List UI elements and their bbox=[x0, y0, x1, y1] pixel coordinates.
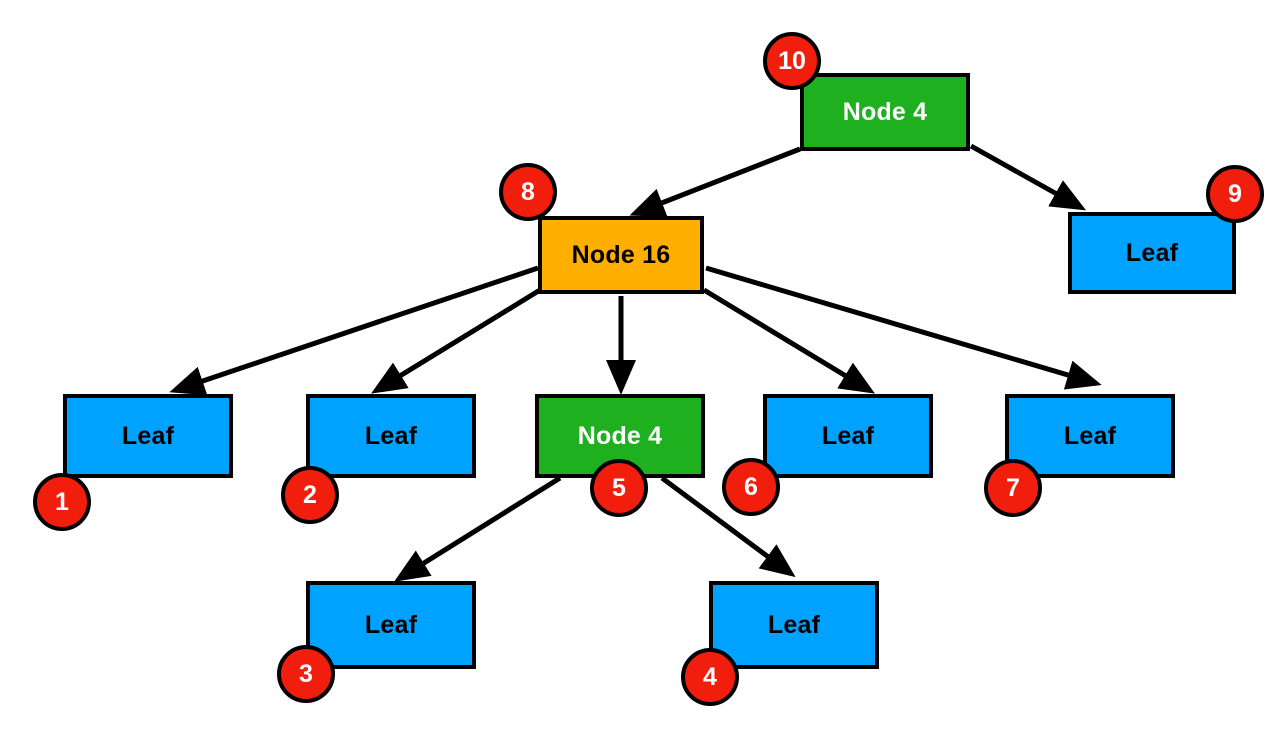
badge-9[interactable]: 9 bbox=[1206, 165, 1264, 223]
node-label: Leaf bbox=[1063, 421, 1117, 450]
edge-n10-to-n8 bbox=[629, 146, 801, 217]
edge-n8-to-n2 bbox=[371, 287, 542, 394]
badge-label: 2 bbox=[303, 480, 317, 509]
edge-n8-to-n1 bbox=[169, 265, 539, 396]
badge-label: 4 bbox=[703, 662, 717, 691]
badge-8[interactable]: 8 bbox=[499, 163, 557, 221]
badge-1[interactable]: 1 bbox=[33, 473, 91, 531]
edge-n10-to-n9 bbox=[969, 143, 1087, 211]
badge-4[interactable]: 4 bbox=[681, 648, 739, 706]
node-label: Node 4 bbox=[842, 97, 928, 126]
node-box-n4[interactable]: Leaf bbox=[709, 581, 879, 669]
node-box-n1[interactable]: Leaf bbox=[63, 394, 233, 478]
badge-label: 1 bbox=[55, 487, 69, 516]
badge-label: 9 bbox=[1228, 179, 1242, 208]
badge-2[interactable]: 2 bbox=[281, 466, 339, 524]
badge-label: 3 bbox=[299, 659, 313, 688]
edge-n5-to-n3 bbox=[394, 475, 562, 582]
badge-3[interactable]: 3 bbox=[277, 645, 335, 703]
node-label: Leaf bbox=[1125, 238, 1179, 267]
badge-label: 5 bbox=[612, 473, 626, 502]
node-box-n6[interactable]: Leaf bbox=[763, 394, 933, 478]
node-box-n8[interactable]: Node 16 bbox=[538, 216, 704, 294]
edge-n8-to-n6 bbox=[702, 287, 875, 394]
node-label: Leaf bbox=[364, 610, 418, 639]
badge-label: 8 bbox=[521, 177, 535, 206]
node-box-n10[interactable]: Node 4 bbox=[800, 73, 970, 151]
edge-n8-to-n7 bbox=[705, 265, 1102, 390]
node-box-n9[interactable]: Leaf bbox=[1068, 212, 1236, 294]
badge-7[interactable]: 7 bbox=[984, 459, 1042, 517]
node-box-n3[interactable]: Leaf bbox=[306, 581, 476, 669]
badge-label: 7 bbox=[1006, 473, 1020, 502]
edges-group bbox=[169, 143, 1102, 582]
node-box-n2[interactable]: Leaf bbox=[306, 394, 476, 478]
node-label: Node 16 bbox=[571, 240, 671, 269]
node-label: Node 4 bbox=[577, 421, 663, 450]
badge-10[interactable]: 10 bbox=[763, 32, 821, 90]
badge-label: 6 bbox=[744, 472, 758, 501]
node-label: Leaf bbox=[121, 421, 175, 450]
node-box-n7[interactable]: Leaf bbox=[1005, 394, 1175, 478]
badge-6[interactable]: 6 bbox=[722, 458, 780, 516]
node-label: Leaf bbox=[767, 610, 821, 639]
node-label: Leaf bbox=[821, 421, 875, 450]
badge-5[interactable]: 5 bbox=[590, 459, 648, 517]
node-label: Leaf bbox=[364, 421, 418, 450]
edge-n5-to-n4 bbox=[660, 475, 796, 578]
badge-label: 10 bbox=[778, 46, 806, 75]
